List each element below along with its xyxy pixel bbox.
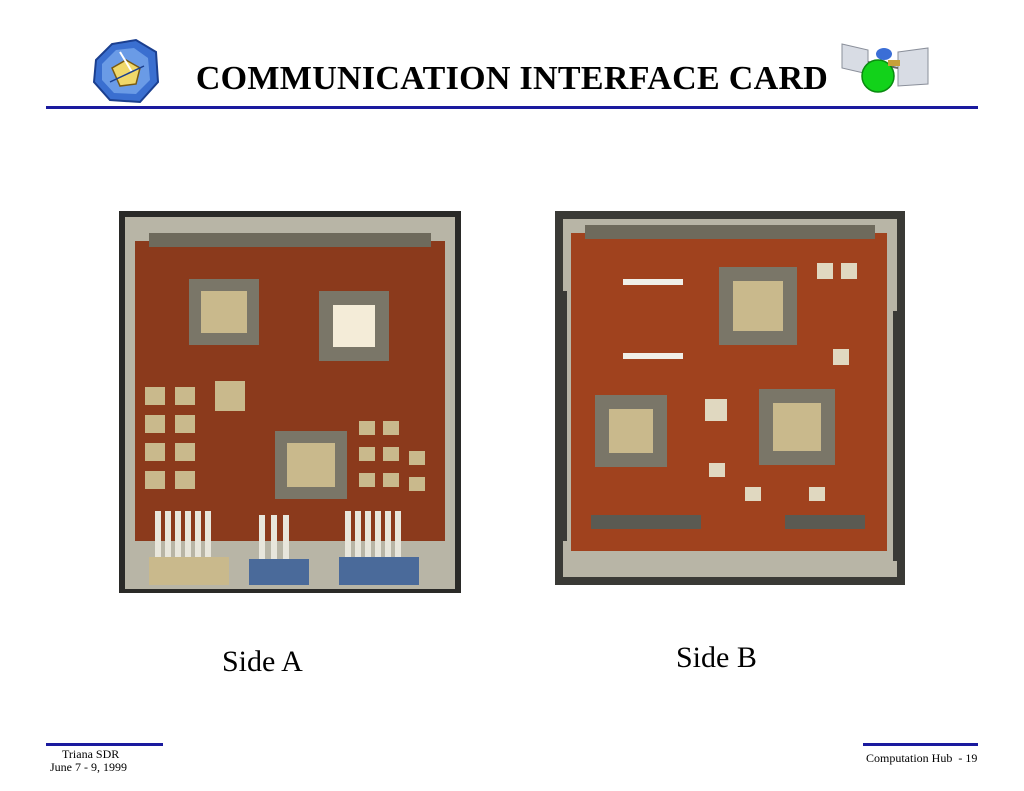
satellite-icon [838,40,930,100]
side-b-board-photo [555,211,905,585]
triana-logo [92,38,162,106]
title-divider [46,106,978,109]
footer-date: June 7 - 9, 1999 [50,760,127,774]
footer-rule-right [863,743,978,746]
footer-page: Computation Hub - 19 [866,751,978,765]
caption-side-b: Side B [676,641,757,674]
side-a-board-photo [119,211,461,593]
slide-title: COMMUNICATION INTERFACE CARD [195,60,829,97]
footer-rule-left [46,743,163,746]
footer-project: Triana SDR [62,747,120,761]
caption-side-a: Side A [222,645,303,678]
